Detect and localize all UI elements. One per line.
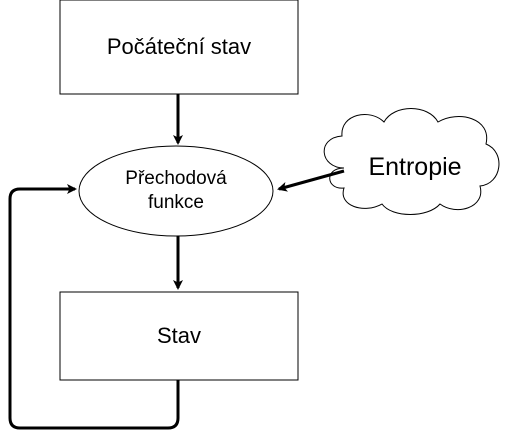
initial-state-label: Počáteční stav bbox=[106, 34, 252, 60]
state-label: Stav bbox=[156, 323, 202, 349]
initial-state-box bbox=[59, 0, 299, 95]
arrow-entropy-to-transition bbox=[277, 169, 345, 192]
entropy-label: Entropie bbox=[368, 153, 462, 182]
transition-function-ellipse bbox=[78, 145, 274, 237]
transition-function-label: Přechodová funkce bbox=[78, 146, 274, 236]
entropy-cloud bbox=[323, 108, 500, 215]
transition-function-label-line2: funkce bbox=[148, 192, 204, 213]
transition-function-label-line1: Přechodová bbox=[125, 168, 227, 190]
arrow-feedback-loop bbox=[8, 184, 180, 430]
